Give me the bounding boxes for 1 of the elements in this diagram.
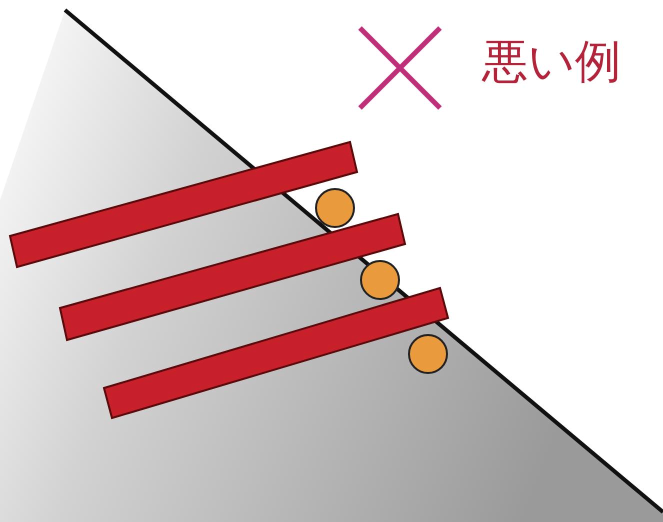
warning-label: 悪い例 [482, 36, 621, 87]
